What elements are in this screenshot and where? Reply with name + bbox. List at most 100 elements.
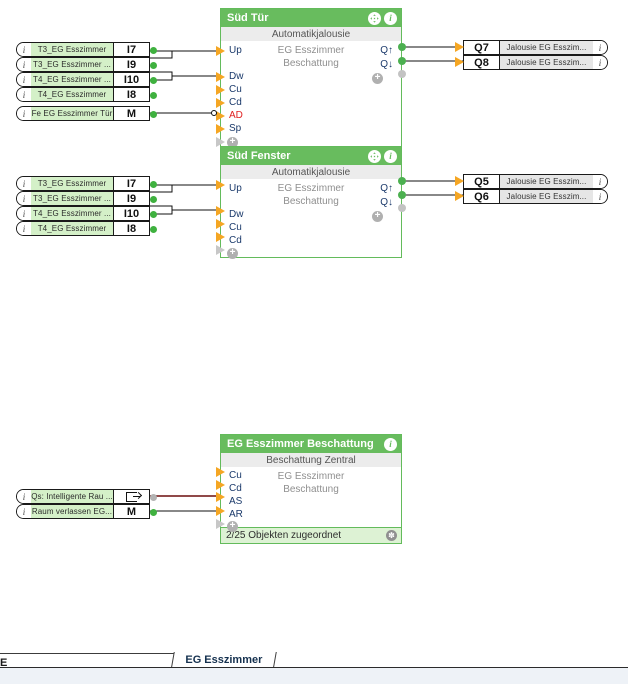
block-header[interactable]: Süd Fenster i xyxy=(221,147,401,165)
output-block[interactable]: Q8 Jalousie EG Esszim... i xyxy=(463,55,608,70)
input-pin-as[interactable] xyxy=(216,492,225,502)
add-input-button[interactable]: + xyxy=(227,521,238,532)
move-icon[interactable] xyxy=(368,11,381,25)
input-label: Raum verlassen EG... xyxy=(31,505,113,518)
input-block[interactable]: i T3_EG Esszimmer ... I9 xyxy=(16,191,157,206)
output-block[interactable]: Q5 Jalousie EG Esszim... i xyxy=(463,174,608,189)
input-pin-up[interactable] xyxy=(216,180,225,190)
input-pin-cd[interactable] xyxy=(216,480,225,490)
info-icon[interactable]: i xyxy=(17,73,31,86)
info-icon[interactable]: i xyxy=(17,88,31,101)
info-icon[interactable]: i xyxy=(384,437,397,451)
pin-label-cd: Cd xyxy=(229,235,242,246)
info-icon[interactable]: i xyxy=(17,107,31,120)
input-block[interactable]: i Qs: Intelligente Rau ... xyxy=(16,489,157,504)
tab-bar[interactable]: E EG Esszimmer xyxy=(0,646,628,684)
block-subtitle: Beschattung Zentral xyxy=(221,453,401,468)
input-block[interactable]: i Raum verlassen EG... M xyxy=(16,504,157,519)
block-subtitle: Automatikjalousie xyxy=(221,27,401,42)
output-pin-add[interactable] xyxy=(398,204,406,212)
output-connector[interactable] xyxy=(150,226,157,233)
info-icon[interactable]: i xyxy=(17,177,31,190)
input-pin-dw[interactable] xyxy=(216,72,225,82)
output-connector[interactable] xyxy=(150,196,157,203)
add-output-button[interactable]: + xyxy=(372,73,383,84)
output-pin-q-down[interactable] xyxy=(398,57,406,65)
move-icon[interactable] xyxy=(368,149,381,163)
output-input-pin[interactable] xyxy=(455,191,464,201)
output-block[interactable]: Q6 Jalousie EG Esszim... i xyxy=(463,189,608,204)
input-block[interactable]: i T4_EG Esszimmer ... I10 xyxy=(16,206,157,221)
output-connector[interactable] xyxy=(150,111,157,118)
input-block[interactable]: i T4_EG Esszimmer ... I10 xyxy=(16,72,157,87)
info-icon[interactable]: i xyxy=(593,41,607,54)
info-icon[interactable]: i xyxy=(593,175,607,188)
add-input-button[interactable]: + xyxy=(227,137,238,148)
function-block-eg-esszimmer-beschattung[interactable]: EG Esszimmer Beschattung i Beschattung Z… xyxy=(220,434,402,544)
info-icon[interactable]: i xyxy=(593,190,607,203)
output-pin-add[interactable] xyxy=(398,70,406,78)
info-icon[interactable]: i xyxy=(17,58,31,71)
output-block[interactable]: Q7 Jalousie EG Esszim... i xyxy=(463,40,608,55)
info-icon[interactable]: i xyxy=(17,192,31,205)
info-icon[interactable]: i xyxy=(17,505,31,518)
input-pin-up[interactable] xyxy=(216,46,225,56)
input-pin-sp[interactable] xyxy=(216,124,225,134)
block-footer[interactable]: 2/25 Objekten zugeordnet ✽ xyxy=(221,527,401,543)
input-pin-cu[interactable] xyxy=(216,85,225,95)
output-input-pin[interactable] xyxy=(455,176,464,186)
output-address: Q8 xyxy=(464,56,500,69)
info-icon[interactable]: i xyxy=(384,11,397,25)
add-output-button[interactable]: + xyxy=(372,211,383,222)
info-icon[interactable]: i xyxy=(17,207,31,220)
input-block[interactable]: i T3_EG Esszimmer ... I9 xyxy=(16,57,157,72)
function-block-sued-tuer[interactable]: Süd Tür i Automatikjalousie EG Esszimmer… xyxy=(220,8,402,148)
block-header[interactable]: Süd Tür i xyxy=(221,9,401,27)
output-pin-q-down[interactable] xyxy=(398,191,406,199)
input-block[interactable]: i T4_EG Esszimmer I8 xyxy=(16,87,157,102)
output-connector[interactable] xyxy=(150,62,157,69)
input-pin-cd[interactable] xyxy=(216,232,225,242)
pin-label-q-up: Q↑ xyxy=(380,183,393,194)
output-input-pin[interactable] xyxy=(455,42,464,52)
input-pin-ar[interactable] xyxy=(216,506,225,516)
output-connector[interactable] xyxy=(150,211,157,218)
output-connector[interactable] xyxy=(150,92,157,99)
output-connector[interactable] xyxy=(150,47,157,54)
output-connector[interactable] xyxy=(150,494,157,501)
input-address: I7 xyxy=(113,43,149,56)
add-input-button[interactable]: + xyxy=(227,248,238,259)
input-pin-cu[interactable] xyxy=(216,219,225,229)
output-input-pin[interactable] xyxy=(455,57,464,67)
info-icon[interactable]: i xyxy=(17,43,31,56)
input-address xyxy=(113,490,149,503)
gear-icon[interactable]: ✽ xyxy=(386,530,397,541)
output-pin-q-up[interactable] xyxy=(398,43,406,51)
input-pin-add[interactable] xyxy=(216,519,225,529)
output-connector[interactable] xyxy=(150,77,157,84)
input-block[interactable]: i T3_EG Esszimmer I7 xyxy=(16,176,157,191)
input-block[interactable]: i Fe EG Esszimmer Tür M xyxy=(16,106,157,121)
input-pin-cd[interactable] xyxy=(216,98,225,108)
info-icon[interactable]: i xyxy=(384,149,397,163)
info-icon[interactable]: i xyxy=(17,222,31,235)
info-icon[interactable]: i xyxy=(593,56,607,69)
function-block-sued-fenster[interactable]: Süd Fenster i Automatikjalousie EG Esszi… xyxy=(220,146,402,259)
input-pin-add[interactable] xyxy=(216,137,225,147)
output-connector[interactable] xyxy=(150,181,157,188)
input-pin-dw[interactable] xyxy=(216,206,225,216)
output-connector[interactable] xyxy=(150,509,157,516)
input-label: Fe EG Esszimmer Tür xyxy=(31,107,113,120)
center-line: EG Esszimmer xyxy=(277,471,345,482)
tab-truncated-label[interactable]: E xyxy=(0,657,8,669)
input-block[interactable]: i T3_EG Esszimmer I7 xyxy=(16,42,157,57)
input-block[interactable]: i T4_EG Esszimmer I8 xyxy=(16,221,157,236)
block-header[interactable]: EG Esszimmer Beschattung i xyxy=(221,435,401,453)
input-pin-ad[interactable] xyxy=(216,111,225,121)
output-pin-q-up[interactable] xyxy=(398,177,406,185)
info-icon[interactable]: i xyxy=(17,490,31,503)
block-center-text: EG Esszimmer Beschattung xyxy=(221,182,401,208)
input-pin-cu[interactable] xyxy=(216,467,225,477)
input-pin-add[interactable] xyxy=(216,245,225,255)
